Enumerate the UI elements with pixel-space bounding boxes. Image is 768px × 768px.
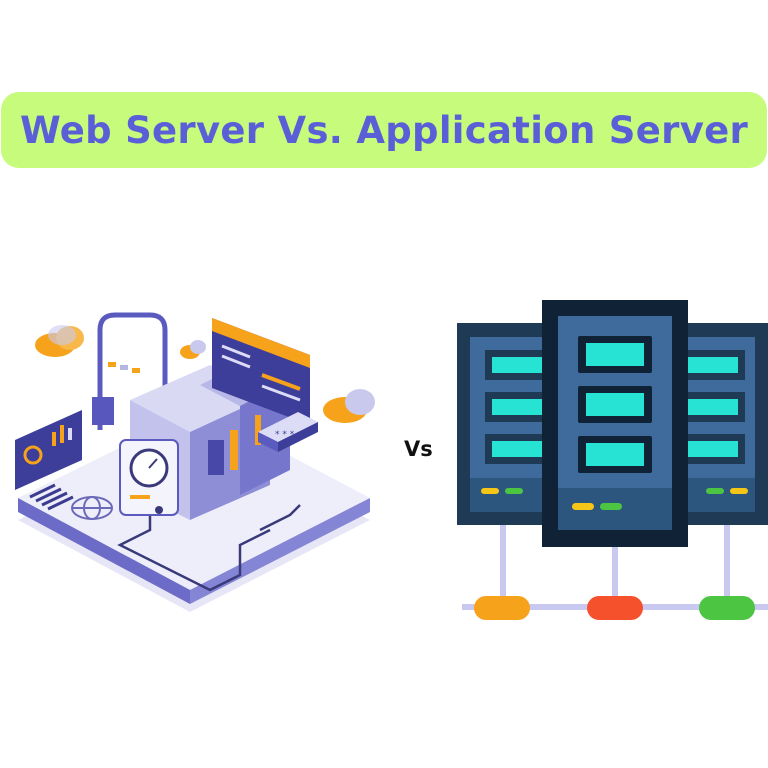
title-banner: Web Server Vs. Application Server [1,92,767,168]
pipe-arch [97,312,168,430]
cloud-icon [180,340,206,359]
globe-icon [71,496,113,520]
password-card-icon: * * * [258,412,318,452]
chart-card-icon [15,410,82,490]
grille-icon [29,483,74,511]
network-node-red [587,596,643,620]
application-server-illustration [457,300,768,620]
server-rack-left [457,323,552,525]
vs-label: Vs [404,437,433,461]
pipe-connector [92,397,114,425]
cable [117,500,301,592]
web-server-illustration: * * * [15,312,375,612]
network-node-orange [474,596,530,620]
cloud-icon [35,325,84,357]
server-rack-center [542,300,688,547]
svg-text:* * *: * * * [275,430,295,440]
cloud-icon [323,389,375,423]
gauge-panel [119,439,179,516]
browser-window-icon [212,318,310,425]
network-node-green [699,596,755,620]
page-title: Web Server Vs. Application Server [19,108,749,152]
indicator-dots [108,362,140,373]
server-rack-right [680,323,768,525]
